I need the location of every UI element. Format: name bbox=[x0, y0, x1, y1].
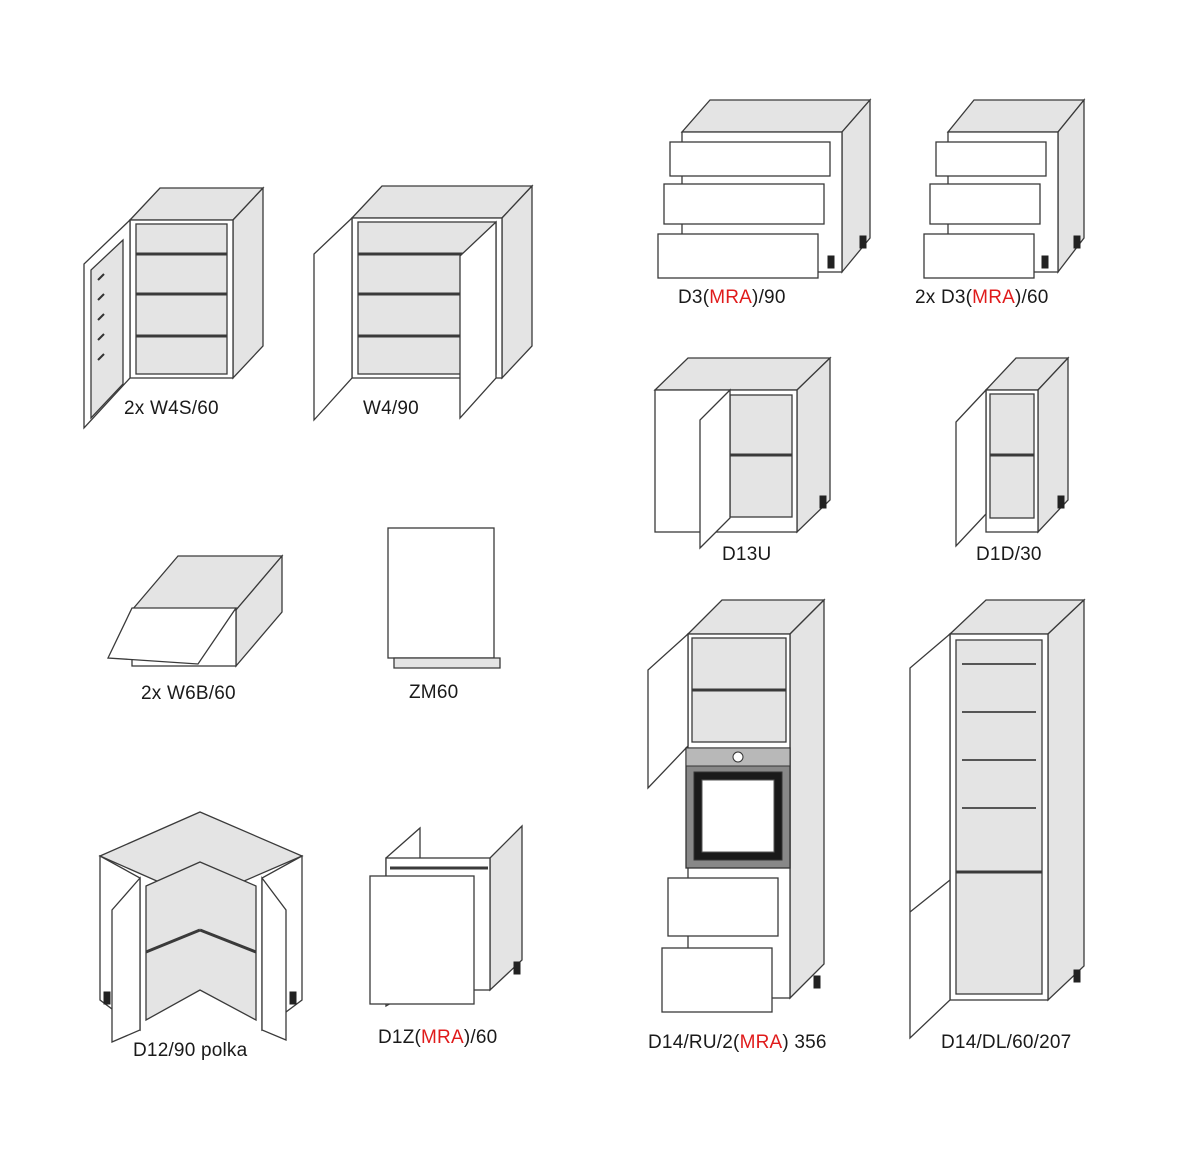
cabinet-d390-drawing[interactable] bbox=[657, 98, 872, 279]
label-d1d30: D1D/30 bbox=[976, 544, 1042, 565]
label-d13u: D13U bbox=[722, 544, 772, 565]
cabinet-w6b60-drawing[interactable] bbox=[106, 554, 284, 668]
label-w4s60: 2x W4S/60 bbox=[124, 398, 219, 419]
label-d14ru: D14/RU/2(MRA) 356 bbox=[648, 1032, 827, 1054]
label-d360-highlight: MRA bbox=[972, 287, 1015, 308]
label-d1z60: D1Z(MRA)/60 bbox=[378, 1027, 497, 1049]
label-d1290: D12/90 polka bbox=[133, 1040, 248, 1061]
label-d390-highlight: MRA bbox=[709, 287, 753, 308]
cabinet-d1z60-drawing[interactable] bbox=[369, 824, 523, 1008]
label-d1z60-suffix: )/60 bbox=[463, 1027, 498, 1048]
label-w490: W4/90 bbox=[363, 398, 419, 419]
label-d390-prefix: D3( bbox=[678, 287, 710, 308]
label-zm60: ZM60 bbox=[409, 682, 459, 703]
label-d360-suffix: )/60 bbox=[1015, 287, 1049, 308]
label-d1z60-highlight: MRA bbox=[421, 1027, 464, 1048]
cabinet-d14ru-drawing[interactable] bbox=[647, 598, 826, 1013]
label-d1z60-prefix: D1Z( bbox=[378, 1027, 422, 1048]
cabinet-d1290-drawing[interactable] bbox=[98, 811, 304, 1043]
cabinet-d13u-drawing[interactable] bbox=[653, 356, 832, 550]
cabinet-d360-drawing[interactable] bbox=[923, 98, 1086, 279]
cabinet-d1d30-drawing[interactable] bbox=[955, 356, 1070, 548]
label-d14ru-highlight: MRA bbox=[739, 1032, 783, 1053]
label-d390: D3(MRA)/90 bbox=[678, 287, 786, 309]
label-d14ru-suffix: ) 356 bbox=[782, 1032, 827, 1053]
cabinet-w490-drawing[interactable] bbox=[313, 184, 534, 422]
label-d14dl: D14/DL/60/207 bbox=[941, 1032, 1072, 1053]
cabinet-w4s60-drawing[interactable] bbox=[83, 186, 265, 430]
cabinet-zm60-drawing[interactable] bbox=[387, 527, 501, 669]
label-d360: 2x D3(MRA)/60 bbox=[915, 287, 1049, 309]
label-d360-prefix: 2x D3( bbox=[915, 287, 973, 308]
label-d14ru-prefix: D14/RU/2( bbox=[648, 1032, 740, 1053]
cabinet-d14dl-drawing[interactable] bbox=[909, 598, 1086, 1040]
label-d390-suffix: )/90 bbox=[752, 287, 786, 308]
label-w6b60: 2x W6B/60 bbox=[141, 683, 236, 704]
